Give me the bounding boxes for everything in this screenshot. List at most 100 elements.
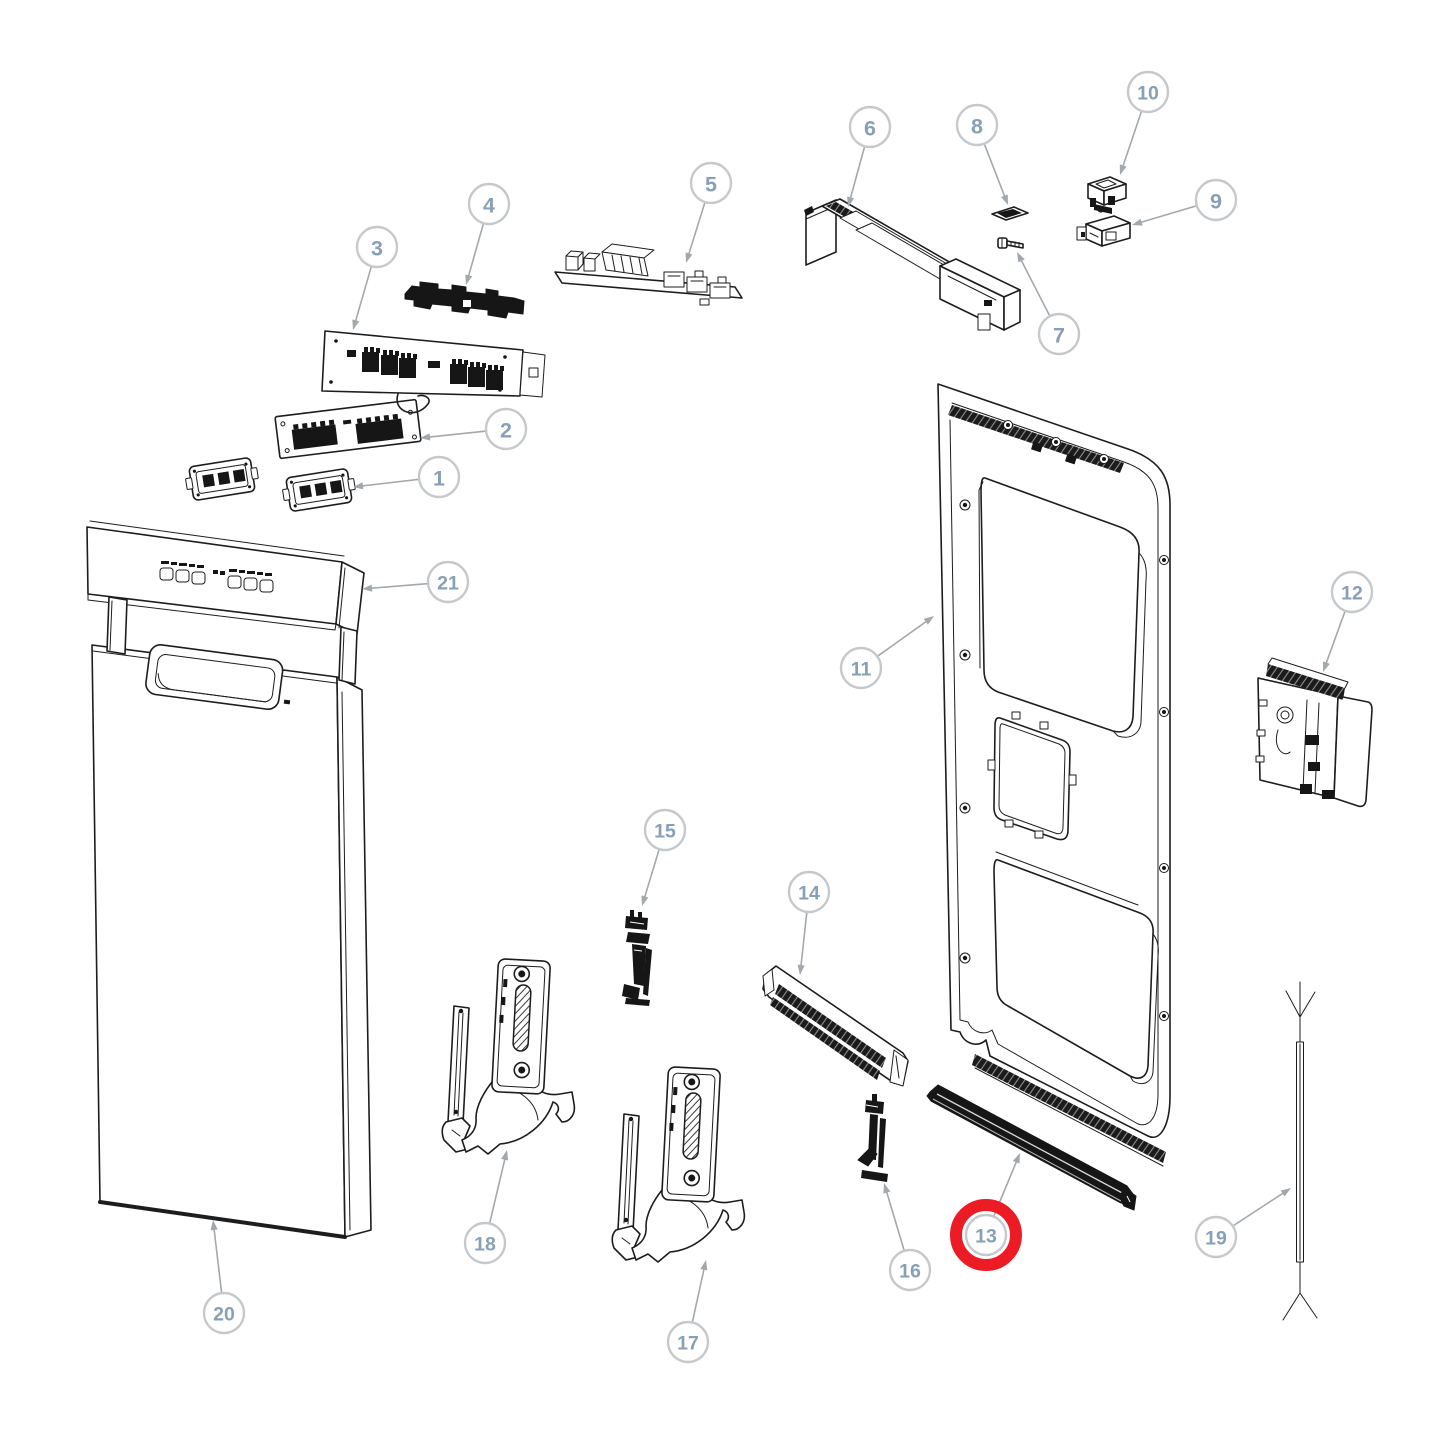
leader-arrowhead xyxy=(362,584,373,592)
callout-circle xyxy=(417,455,461,499)
leader-line xyxy=(643,849,660,899)
leader-arrowhead xyxy=(210,1220,218,1231)
callout-14: 14 xyxy=(787,870,831,975)
callout-9: 9 xyxy=(1132,178,1238,226)
leader-line xyxy=(800,912,808,968)
leader-line xyxy=(849,147,866,200)
leader-line xyxy=(369,582,428,590)
callout-circle xyxy=(787,870,831,914)
callout-number: 21 xyxy=(437,572,459,594)
leader-line xyxy=(1233,1191,1285,1227)
callout-number: 11 xyxy=(851,658,872,680)
leader-line xyxy=(1139,205,1197,224)
part-12-door-latch xyxy=(1255,657,1373,808)
leader-arrowhead xyxy=(797,964,805,975)
part-7-screw xyxy=(997,237,1024,249)
leader-arrowhead xyxy=(1017,252,1025,263)
leader-line xyxy=(213,1227,223,1293)
callout-17: 17 xyxy=(666,1260,710,1364)
leader-arrowhead xyxy=(700,1260,708,1271)
callout-12: 12 xyxy=(1323,570,1374,672)
callout-number: 6 xyxy=(864,117,876,141)
part-15-hinge-link xyxy=(622,910,652,1006)
leader-line xyxy=(1324,611,1346,665)
callout-number: 1 xyxy=(433,467,445,491)
part-10-door-switch xyxy=(1087,176,1127,214)
leader-arrowhead xyxy=(352,319,360,330)
callout-number: 9 xyxy=(1210,190,1222,214)
part-6-mounting-rail xyxy=(804,198,1021,331)
callout-15: 15 xyxy=(641,808,687,906)
callout-number: 18 xyxy=(474,1233,496,1255)
callout-number: 13 xyxy=(975,1225,997,1247)
callout-number: 20 xyxy=(213,1303,235,1325)
callout-number: 10 xyxy=(1137,82,1159,104)
part-21-control-panel xyxy=(86,520,365,685)
callout-21: 21 xyxy=(362,560,470,604)
leader-arrowhead xyxy=(1012,1153,1020,1164)
leader-arrowhead xyxy=(1132,218,1143,226)
callout-circle xyxy=(467,182,511,226)
callout-number: 16 xyxy=(899,1260,921,1282)
callout-circle xyxy=(484,407,528,451)
callout-circle xyxy=(888,1248,932,1292)
callout-circle xyxy=(839,646,883,690)
leader-arrowhead xyxy=(847,196,855,207)
callout-circle xyxy=(643,808,687,852)
leader-arrowhead xyxy=(685,252,693,263)
callout-circle xyxy=(848,105,892,149)
part-20-outer-door-panel xyxy=(91,644,372,1239)
callout-number: 12 xyxy=(1341,582,1363,604)
callout-19: 19 xyxy=(1194,1188,1291,1259)
leader-line xyxy=(354,266,372,323)
part-18-hinge-bracket xyxy=(441,957,576,1155)
leader-arrowhead xyxy=(420,433,431,441)
callout-circle xyxy=(1126,70,1170,114)
callout-circle xyxy=(964,1213,1008,1257)
callout-number: 19 xyxy=(1205,1227,1227,1249)
callout-3: 3 xyxy=(352,225,399,330)
leader-arrowhead xyxy=(465,274,473,285)
callout-circle xyxy=(1330,570,1374,614)
part-5-relay-board xyxy=(554,243,743,306)
part-14-vent-grille xyxy=(762,965,909,1087)
leader-arrowhead xyxy=(353,482,364,490)
callout-20: 20 xyxy=(202,1220,246,1335)
leader-line xyxy=(885,1190,905,1251)
leader-line xyxy=(1121,111,1143,168)
callout-number: 8 xyxy=(971,115,983,139)
leader-line xyxy=(983,144,1006,198)
callout-number: 5 xyxy=(705,173,717,197)
callout-4: 4 xyxy=(465,182,511,285)
callout-circle xyxy=(689,161,733,205)
callout-circle xyxy=(355,225,399,269)
callout-2: 2 xyxy=(420,407,528,451)
part-19-hinge-rod xyxy=(1282,981,1318,1321)
leader-line xyxy=(877,619,928,657)
callout-6: 6 xyxy=(847,105,892,207)
leader-arrowhead xyxy=(641,895,649,906)
part-2-display-board xyxy=(274,398,422,460)
callout-11: 11 xyxy=(839,616,934,690)
callout-10: 10 xyxy=(1119,70,1170,175)
callout-number: 3 xyxy=(371,237,383,261)
leader-line xyxy=(489,1157,506,1223)
leader-arrowhead xyxy=(1001,194,1008,205)
leader-line xyxy=(427,430,486,438)
callout-8: 8 xyxy=(955,103,1008,205)
callout-number: 2 xyxy=(500,419,512,443)
leader-line xyxy=(360,478,419,487)
leader-arrowhead xyxy=(1119,164,1127,175)
leader-arrowhead xyxy=(501,1150,509,1161)
leader-line xyxy=(1019,258,1051,316)
part-4-power-board xyxy=(404,281,525,319)
callout-circle xyxy=(1194,178,1238,222)
callout-number: 15 xyxy=(654,820,676,842)
callout-number: 4 xyxy=(483,194,495,218)
part-1-connectors xyxy=(182,455,359,514)
callout-5: 5 xyxy=(685,161,733,263)
part-16-hinge-link xyxy=(857,1094,888,1182)
part-9-interlock-switch xyxy=(1076,215,1131,247)
